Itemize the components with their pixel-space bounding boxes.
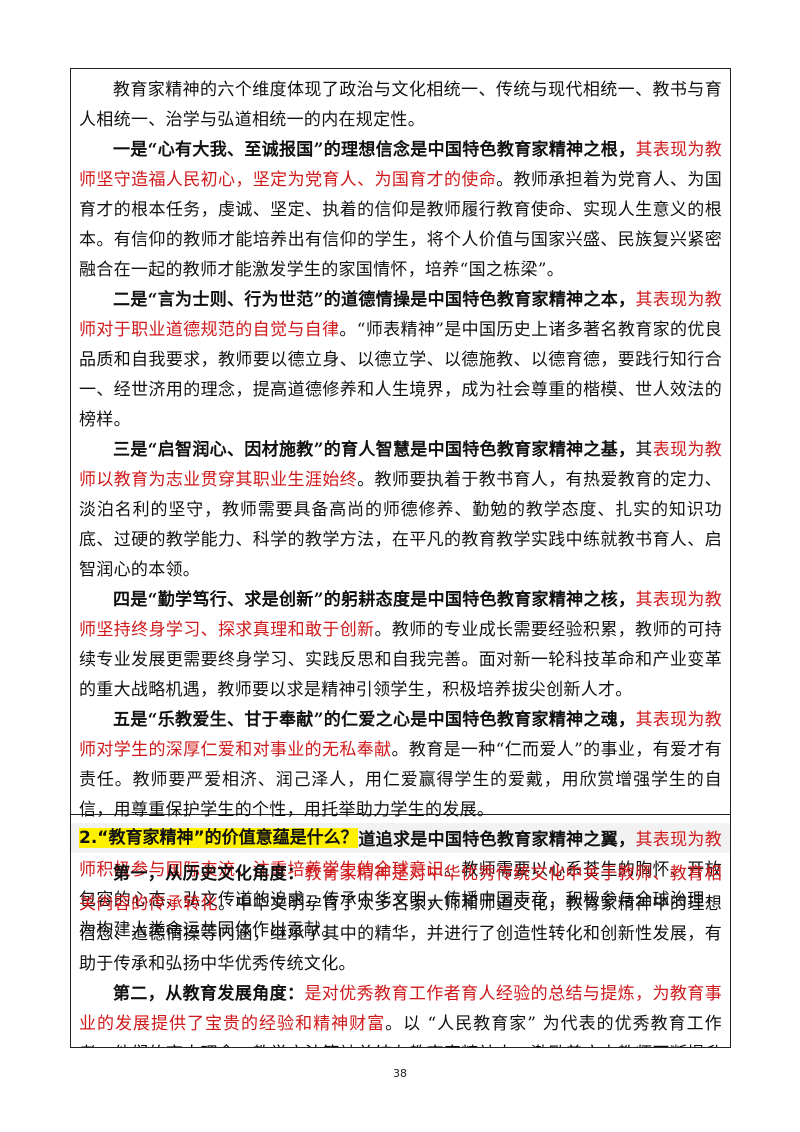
table-cell-value: 2.“教育家精神”的价值意蕴是什么？ 第一，从历史文化角度：教育家精神是对中华优… [71,815,730,1047]
question-heading: 2.“教育家精神”的价值意蕴是什么？ [79,828,358,848]
paragraph-2: 二是“言为士则、行为世范”的道德情操是中国特色教育家精神之本，其表现为教师对于职… [79,285,722,435]
paragraph-body: 。教育是一种“仁而爱人”的事业，有爱才有责任。教师要严爱相济、润己泽人，用仁爱赢… [79,740,722,820]
answer-lead: 第二，从教育发展角度： [113,984,305,1004]
question-line: 2.“教育家精神”的价值意蕴是什么？ [71,823,730,853]
answer-1: 第一，从历史文化角度：教育家精神是对中华优秀传统文化中关于教师、教育相关内容的传… [79,859,722,979]
paragraph-5: 五是“乐教爱生、甘于奉献”的仁爱之心是中国特色教育家精神之魂，其表现为教师对学生… [79,705,722,825]
paragraph-highlight: 其表现为教师对于职业道德规范的自觉与自律 [79,290,723,340]
paragraph-3: 三是“启智润心、因材施教”的育人智慧是中国特色教育家精神之基，其表现为教师以教育… [79,435,722,585]
paragraph-body: 。教师的专业成长需要经验积累，教师的可持续专业发展更需要终身学习、实践反思和自我… [79,620,722,700]
answer-body: 。中华文明孕育了众多名家大师和师道文化，教育家精神中的理想信念、道德情操等内涵，… [79,894,722,974]
intro-paragraph: 教育家精神的六个维度体现了政治与文化相统一、传统与现代相统一、教书与育人相统一、… [79,80,722,130]
content-table: 教育家精神的六个维度体现了政治与文化相统一、传统与现代相统一、教书与育人相统一、… [70,68,731,1048]
paragraph-highlight: 其表现为教师坚持终身学习、探求真理和敢于创新 [79,590,723,640]
answer-2: 第二，从教育发展角度：是对优秀教育工作者育人经验的总结与提炼，为教育事业的发展提… [79,979,722,1047]
answer-highlight: 教育家精神是对中华优秀传统文化中关于教师、教育相关内容的传承转化 [79,864,722,914]
table-cell-dimensions: 教育家精神的六个维度体现了政治与文化相统一、传统与现代相统一、教书与育人相统一、… [71,69,730,940]
paragraph-body: 。教师承担着为党育人、为国育才的根本任务，虔诚、坚定、执着的信仰是教师履行教育使… [79,170,723,280]
paragraph-lead: 五是“乐教爱生、甘于奉献”的仁爱之心是中国特色教育家精神之魂， [113,710,636,730]
paragraph-body: 。教师需要以心系苍生的胸怀、开放包容的心态、弘文传道的追求，传承中华文明，传播中… [79,860,722,940]
answer-highlight: 是对优秀教育工作者育人经验的总结与提炼，为教育事业的发展提供了宝贵的经验和精神财… [79,984,722,1034]
paragraph-lead: 二是“言为士则、行为世范”的道德情操是中国特色教育家精神之本， [113,290,636,310]
paragraph-body: 。“师表精神”是中国历史上诸多著名教育家的优良品质和自我要求，教师要以德立身、以… [79,320,723,430]
paragraph-lead: 一是“心有大我、至诚报国”的理想信念是中国特色教育家精神之根， [113,140,636,160]
paragraph-body: 。教师要执着于教书育人，有热爱教育的定力、淡泊名利的坚守，教师需要具备高尚的师德… [79,470,722,580]
paragraph-lead: 四是“勤学笃行、求是创新”的躬耕态度是中国特色教育家精神之核， [113,590,636,610]
answer-lead: 第一，从历史文化角度： [113,864,305,884]
paragraph-highlight: 表现为教师以教育为志业贯穿其职业生涯始终 [79,440,723,490]
page-number: 38 [393,1067,407,1080]
paragraph-1: 一是“心有大我、至诚报国”的理想信念是中国特色教育家精神之根，其表现为教师坚守造… [79,135,722,285]
paragraph-highlight: 其表现为教师对学生的深厚仁爱和对事业的无私奉献 [79,710,723,760]
paragraph-4: 四是“勤学笃行、求是创新”的躬耕态度是中国特色教育家精神之核，其表现为教师坚持终… [79,585,722,705]
paragraph-highlight: 其表现为教师积极参与国际交流，注重培养学生的全球意识 [79,830,723,880]
paragraph-highlight: 其表现为教师坚守造福人民初心，坚定为党育人、为国育才的使命 [79,140,723,190]
paragraph-pre: 其 [635,440,653,460]
answer-body: 。以 “人民教育家” 为代表的优秀教育工作者，他们的育人理念、教学方法等被总结在… [79,1014,722,1047]
paragraph-lead: 三是“启智润心、因材施教”的育人智慧是中国特色教育家精神之基， [113,440,636,460]
